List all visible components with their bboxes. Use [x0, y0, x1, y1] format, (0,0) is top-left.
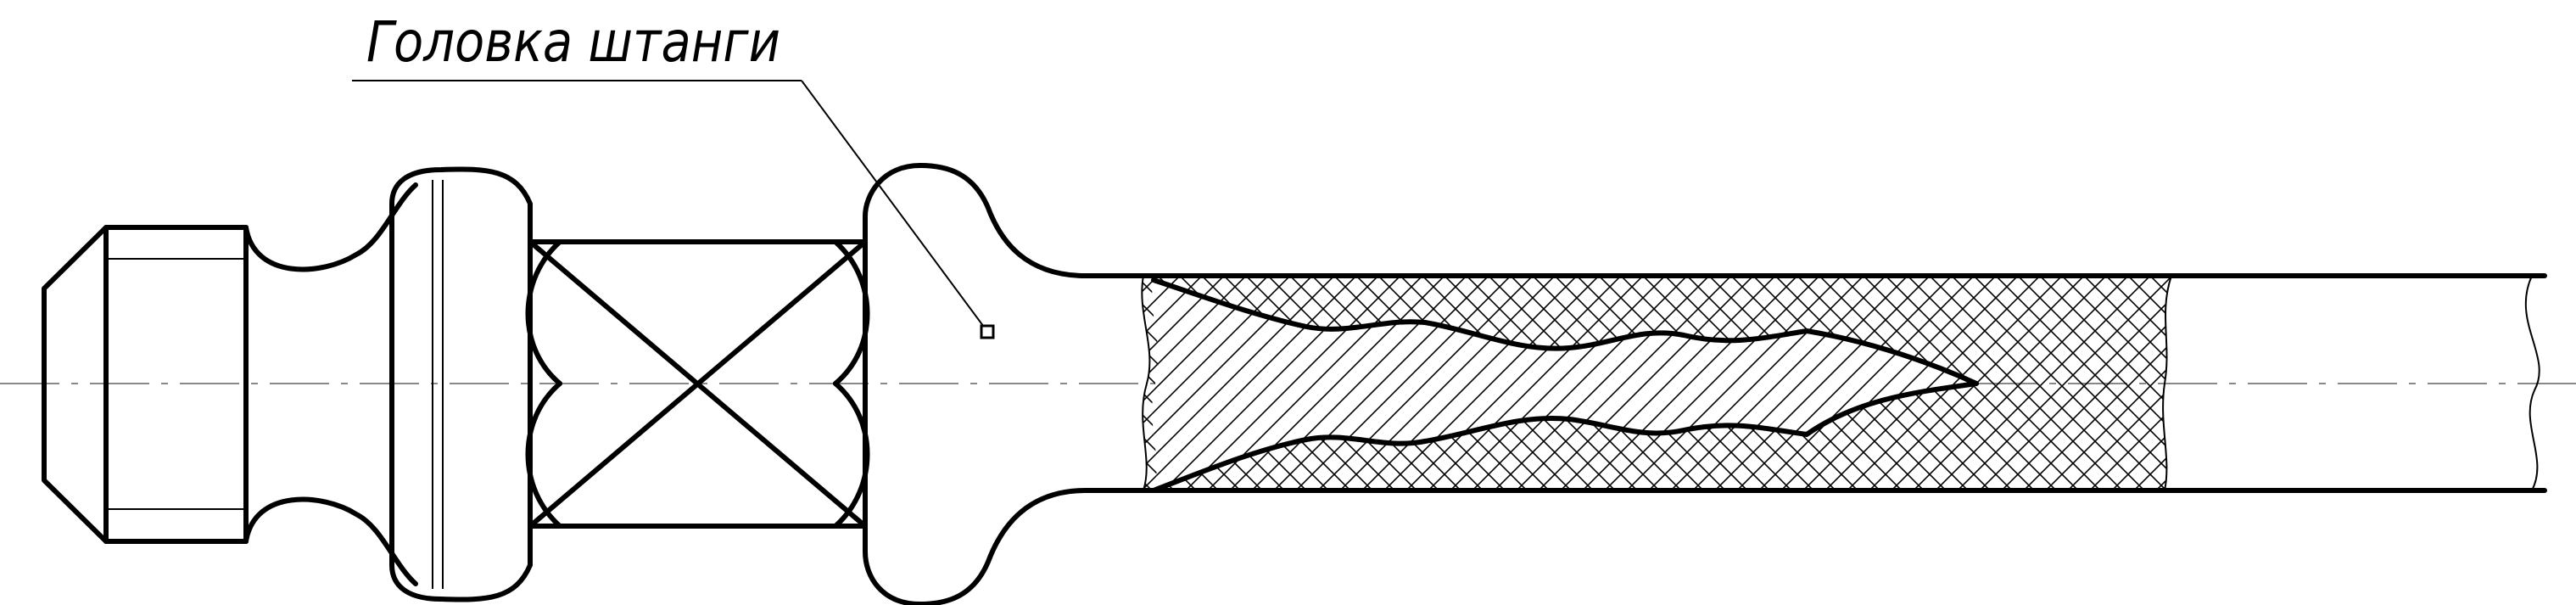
partial-section-view [1141, 275, 2172, 493]
upset-head [863, 163, 1088, 605]
threaded-end [42, 225, 249, 544]
callout-leader: Головка штанги [352, 9, 995, 339]
collar [389, 166, 533, 602]
neck [243, 182, 418, 586]
callout-label: Головка штанги [366, 9, 780, 75]
